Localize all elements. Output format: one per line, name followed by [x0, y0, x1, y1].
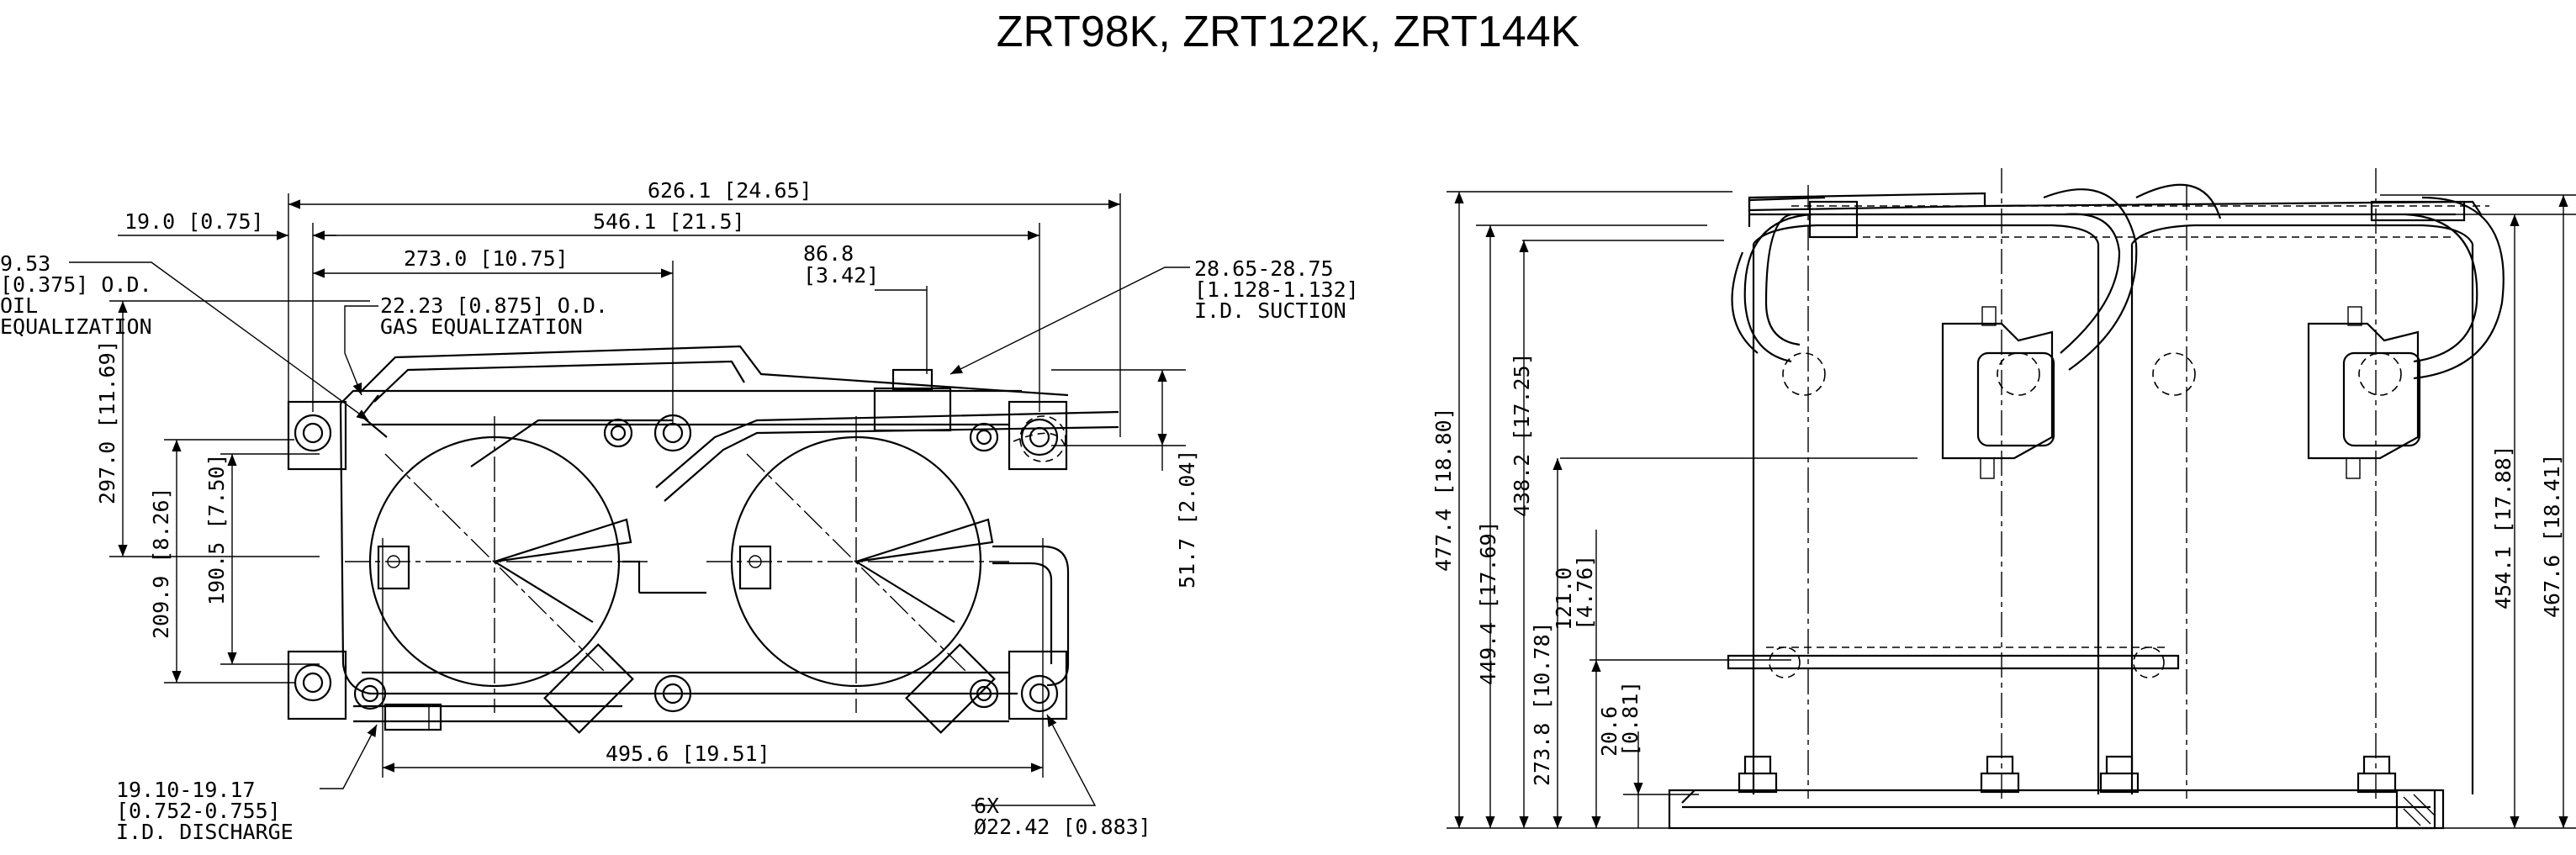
dim-h-e-b: [4.76] [1573, 555, 1597, 631]
dim-depth-inner-a: 190.5 [7.50] [204, 453, 229, 605]
dim-h-f-b: [0.81] [1618, 681, 1642, 757]
callout-discharge-c: I.D. DISCHARGE [116, 820, 294, 844]
callout-discharge-b: [0.752-0.755] [116, 799, 281, 823]
callout-discharge-a: 19.10-19.17 [116, 778, 256, 802]
drawing-title: ZRT98K, ZRT122K, ZRT144K [996, 8, 1580, 56]
dim-suction-offset-b: [3.42] [803, 263, 879, 288]
dim-depth-overall: 297.0 [11.69] [95, 340, 119, 504]
callout-suction-a: 28.65-28.75 [1194, 256, 1334, 281]
compressor-right-shell [706, 416, 1009, 734]
plan-horizontal-dimensions: 626.1 [24.65] 546.1 [21.5] 19.0 [0.75] 2… [118, 178, 1120, 773]
plan-base-rails [287, 389, 1068, 720]
dim-h-r2: 467.6 [18.41] [2540, 453, 2564, 618]
plan-vertical-dimensions: 297.0 [11.69] 209.9 [8.26] 190.5 [7.50] … [95, 301, 1199, 683]
elevation-piping [1731, 183, 2505, 396]
plan-piping [353, 345, 1119, 731]
callout-suction-b: [1.128-1.132] [1194, 277, 1359, 302]
dim-h-b: 449.4 [17.69] [1476, 520, 1500, 685]
callout-oil-eq-c: OIL [0, 293, 38, 318]
dim-h-e-a: 121.0 [1552, 567, 1576, 631]
dim-half-span: 273.0 [10.75] [404, 246, 569, 271]
dim-h-total: 477.4 [18.80] [1431, 407, 1456, 572]
dim-suction-offset-a: 86.8 [803, 241, 854, 266]
dim-depth-mount: 209.9 [8.26] [149, 487, 173, 639]
dim-suction-height: 51.7 [2.04] [1175, 449, 1199, 588]
plan-callouts: 9.53 [0.375] O.D. OIL EQUALIZATION 22.23… [0, 251, 1359, 844]
dim-overall-width: 626.1 [24.65] [648, 178, 812, 203]
elevation-vertical-dimensions: 477.4 [18.80] 449.4 [17.69] 438.2 [17.25… [1431, 192, 2568, 828]
callout-holes-b: Ø22.42 [0.883] [974, 815, 1151, 839]
callout-oil-eq-d: EQUALIZATION [0, 314, 152, 339]
dim-h-d: 273.8 [10.78] [1530, 621, 1554, 786]
elevation-oil-line [1727, 647, 2180, 678]
dim-h-r1: 454.1 [17.88] [2491, 445, 2515, 610]
callout-oil-eq-a: 9.53 [0, 251, 50, 276]
dim-rail-width: 546.1 [21.5] [593, 209, 745, 234]
dim-left-offset: 19.0 [0.75] [124, 209, 264, 234]
dim-h-f-a: 20.6 [1597, 706, 1621, 757]
elevation-base [1668, 755, 2445, 830]
dim-bottom-width: 495.6 [19.51] [606, 742, 770, 766]
plan-extension-lines [109, 193, 1186, 778]
plan-view: 626.1 [24.65] 546.1 [21.5] 19.0 [0.75] 2… [0, 178, 1359, 844]
compressor-left-shell [345, 416, 648, 734]
dim-h-c: 438.2 [17.25] [1510, 352, 1534, 517]
elevation-terminal-boxes [1941, 306, 2421, 479]
elevation-compressors [1752, 168, 2474, 799]
callout-gas-eq-b: GAS EQUALIZATION [380, 314, 583, 339]
elevation-view: 477.4 [18.80] 449.4 [17.69] 438.2 [17.25… [1431, 168, 2576, 830]
callout-gas-eq-a: 22.23 [0.875] O.D. [380, 293, 608, 318]
callout-suction-c: I.D. SUCTION [1194, 298, 1346, 323]
plan-mounting-holes [294, 414, 1066, 713]
callout-oil-eq-b: [0.375] O.D. [0, 272, 152, 297]
